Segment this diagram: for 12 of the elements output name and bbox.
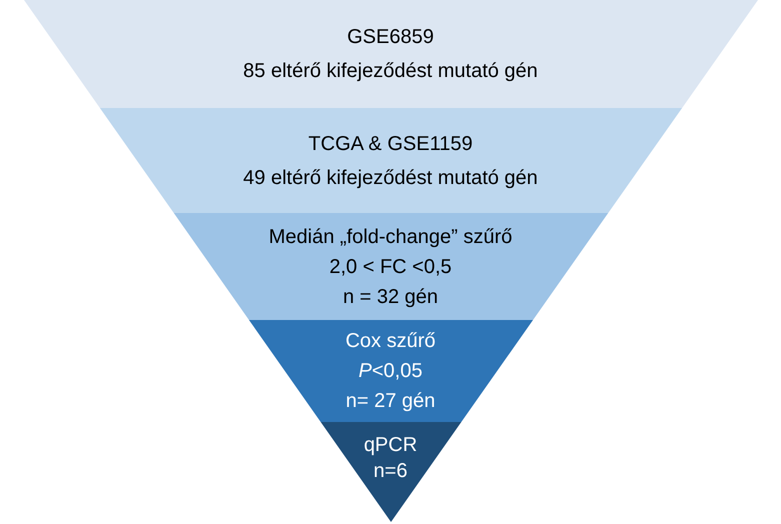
band-heading: Cox szűrő <box>345 330 436 352</box>
band-heading: Medián „fold-change” szűrő <box>268 226 512 248</box>
band-text: n=6 <box>374 460 408 482</box>
band-heading: qPCR <box>364 434 418 456</box>
band-text: n = 32 gén <box>342 286 438 308</box>
band-text: n= 27 gén <box>346 390 436 412</box>
band-text: P<0,05 <box>358 360 422 382</box>
band-heading: TCGA & GSE1159 <box>308 132 473 154</box>
band-heading: GSE6859 <box>347 26 434 48</box>
band-text: 85 eltérő kifejeződést mutató gén <box>243 60 538 82</box>
band-text: 49 eltérő kifejeződést mutató gén <box>243 166 538 188</box>
band-text: 2,0 < FC <0,5 <box>329 256 452 278</box>
